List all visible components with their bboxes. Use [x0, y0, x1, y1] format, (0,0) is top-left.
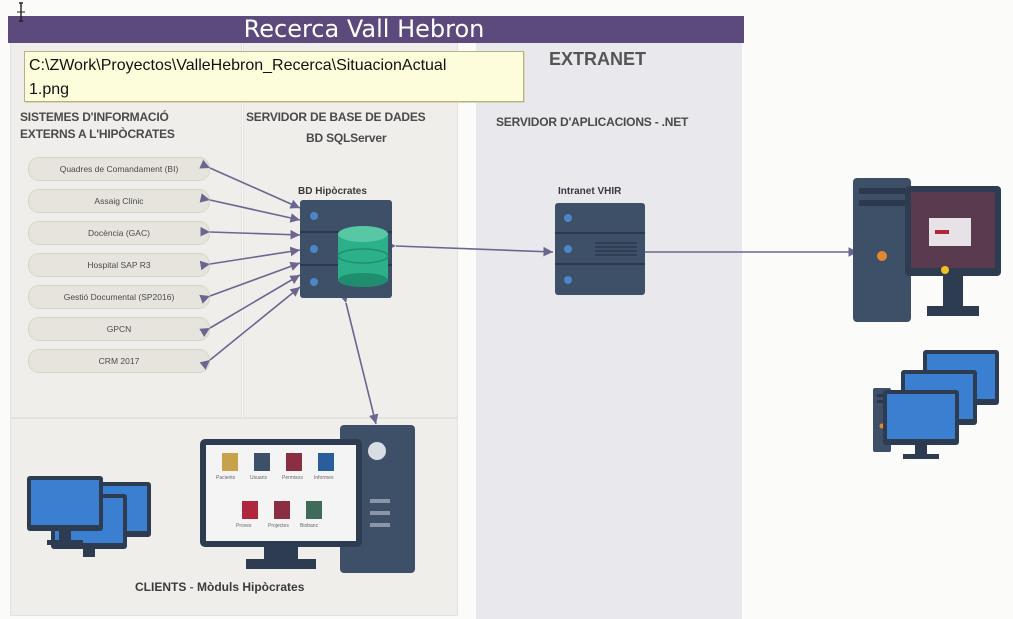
client-monitors-icon [27, 476, 151, 557]
intranet-server-icon [555, 203, 645, 295]
module-names-row1: Pacients Usuaris Permisos Informes [212, 475, 362, 485]
module-name: Permisos [282, 475, 303, 481]
file-path-tooltip: C:\ZWork\Proyectos\ValleHebron_Recerca\S… [24, 51, 524, 102]
module-name: Biobanc [300, 523, 319, 529]
db-server-icon [300, 200, 392, 298]
system-item: CRM 2017 [28, 349, 210, 373]
module-name: Proves [236, 523, 252, 529]
system-item: GPCN [28, 317, 210, 341]
external-monitors-icon [873, 350, 999, 459]
diagram-title: Recerca Vall Hebron [8, 16, 744, 43]
intranet-label: Intranet VHIR [558, 186, 622, 197]
client-workstation-icon [200, 425, 415, 573]
external-desktop-icon [853, 178, 1001, 322]
db-hipocrates-label: BD Hipòcrates [298, 186, 367, 197]
external-systems-header-line1: SISTEMES D'INFORMACIÓ [20, 110, 169, 124]
extranet-panel [476, 40, 742, 619]
arrow-bi [199, 159, 301, 209]
app-server-header: SERVIDOR D'APLICACIONS - .NET [496, 115, 689, 129]
system-item: Hospital SAP R3 [28, 253, 210, 277]
module-name: Usuaris [250, 475, 267, 481]
system-item: Quadres de Comandament (BI) [28, 157, 210, 181]
tooltip-path-line1: C:\ZWork\Proyectos\ValleHebron_Recerca\S… [29, 57, 447, 74]
system-item: Gestió Documental (SP2016) [28, 285, 210, 309]
tooltip-path-line2: 1.png [29, 81, 70, 98]
system-item: Assaig Clínic [28, 189, 210, 213]
module-name: Projectes [268, 523, 289, 529]
module-names-row2: Proves Projectes Biobanc [232, 523, 342, 533]
module-name: Pacients [216, 475, 236, 481]
db-server-header-line2: BD SQLServer [306, 131, 387, 145]
text-cursor-icon [17, 2, 25, 22]
system-item: Docència (GAC) [28, 221, 210, 245]
clients-label: CLIENTS - Mòduls Hipòcrates [135, 580, 305, 594]
module-name: Informes [314, 475, 334, 481]
db-server-header-line1: SERVIDOR DE BASE DE DADES [246, 110, 426, 124]
extranet-title: EXTRANET [549, 49, 647, 69]
external-systems-header-line2: EXTERNS A L'HIPÒCRATES [20, 127, 175, 141]
